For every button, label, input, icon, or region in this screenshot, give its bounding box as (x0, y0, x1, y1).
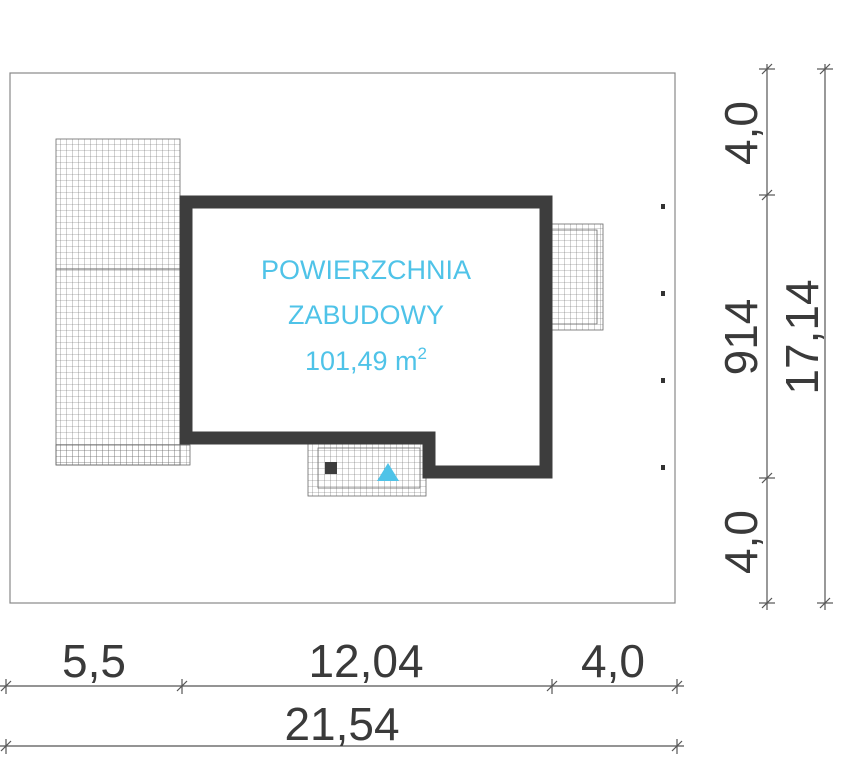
entrance-icon (377, 463, 399, 481)
boundary-markers (661, 204, 665, 470)
dim-bottom-total: 21,54 (284, 698, 399, 750)
dim-right-middle: 914 (715, 299, 767, 376)
dim-bottom-right: 4,0 (581, 635, 645, 687)
area-value: 101,49 m2 (305, 344, 427, 376)
area-label-line1: POWIERZCHNIA (261, 255, 471, 285)
area-label-line2: ZABUDOWY (288, 300, 444, 330)
dim-right-bottom: 4,0 (715, 510, 767, 574)
plot-boundary (9, 72, 676, 604)
right-dimension-total (817, 63, 833, 610)
right-balcony (549, 223, 604, 331)
bottom-dimension-total (0, 739, 684, 754)
left-terrace (55, 138, 191, 466)
dim-bottom-middle: 12,04 (308, 635, 423, 687)
area-unit-superscript: 2 (418, 344, 427, 363)
building-footprint (179, 195, 553, 479)
bottom-dimension-chain (0, 679, 684, 694)
dim-right-total: 17,14 (776, 279, 828, 394)
meter-icon (325, 462, 337, 474)
dim-right-top: 4,0 (715, 101, 767, 165)
dim-bottom-left: 5,5 (62, 635, 126, 687)
right-dimension-chain (759, 63, 775, 610)
